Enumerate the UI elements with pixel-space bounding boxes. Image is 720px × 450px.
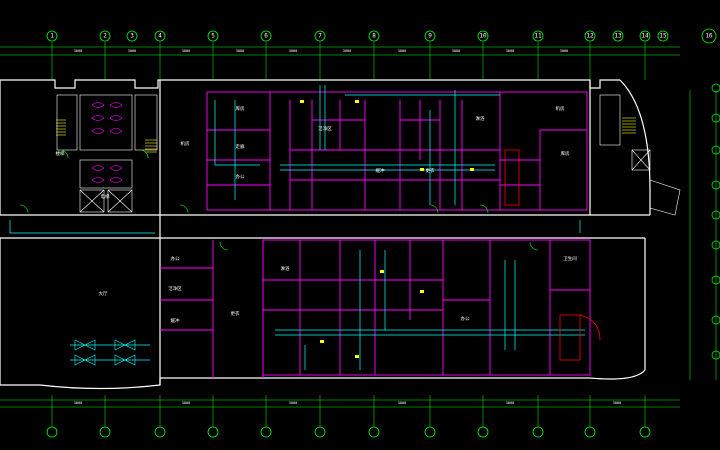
dimension-label: 3000 bbox=[506, 401, 514, 405]
axis-labels-top: 1 2 3 4 5 6 7 8 9 10 11 12 13 14 15 16 bbox=[46, 28, 717, 44]
axis-label: 7 bbox=[318, 33, 322, 40]
axis-label: 10 bbox=[479, 33, 487, 40]
axis-label: 2 bbox=[103, 33, 107, 40]
dimension-label: 3000 bbox=[613, 401, 621, 405]
dimension-label: 3000 bbox=[182, 49, 190, 53]
dimension-label: 3000 bbox=[128, 49, 136, 53]
dimension-label: 3000 bbox=[398, 49, 406, 53]
dimension-label: 3000 bbox=[452, 49, 460, 53]
axis-label: 9 bbox=[428, 33, 432, 40]
dimension-label: 3000 bbox=[560, 49, 568, 53]
dimension-label: 3000 bbox=[289, 401, 297, 405]
axis-label: 14 bbox=[641, 33, 649, 40]
core-left bbox=[56, 94, 158, 213]
room-label: 楼梯 bbox=[56, 150, 65, 157]
axis-label: 1 bbox=[50, 33, 54, 40]
room-label: 机房 bbox=[556, 105, 565, 112]
ducts bbox=[9, 85, 585, 370]
room-labels: 机房 库房 走廊 办公 洁净区 缓冲 更衣 淋浴 机房 库房 办公 洁净区 缓冲… bbox=[56, 105, 578, 324]
axis-label: 16 bbox=[705, 33, 713, 40]
room-label: 更衣 bbox=[231, 310, 240, 317]
dimension-label: 3000 bbox=[236, 49, 244, 53]
dimension-label: 3000 bbox=[289, 49, 297, 53]
axis-labels-right bbox=[711, 83, 720, 360]
axis-label: 4 bbox=[158, 33, 162, 40]
partitions-south bbox=[160, 239, 591, 378]
dimension-label: 3000 bbox=[343, 49, 351, 53]
dimension-label: 3000 bbox=[74, 49, 82, 53]
markers bbox=[300, 100, 474, 358]
duct-fittings bbox=[74, 339, 136, 366]
axis-label: 15 bbox=[659, 33, 667, 40]
room-label: 电梯 bbox=[101, 193, 110, 200]
room-label: 更衣 bbox=[426, 167, 435, 174]
dimension-label: 3000 bbox=[398, 401, 406, 405]
dimension-label: 3000 bbox=[182, 401, 190, 405]
doors bbox=[19, 149, 539, 251]
axis-label: 8 bbox=[372, 33, 376, 40]
room-label: 洁净区 bbox=[168, 285, 182, 292]
room-label: 缓冲 bbox=[376, 167, 385, 174]
dimension-texts: 3000 3000 3000 3000 3000 3000 3000 3000 … bbox=[74, 49, 621, 405]
room-label: 办公 bbox=[236, 173, 245, 180]
equipment bbox=[504, 149, 601, 361]
room-label: 大厅 bbox=[99, 290, 108, 297]
room-label: 走廊 bbox=[236, 143, 245, 150]
axis-label: 13 bbox=[614, 33, 622, 40]
axis-label: 5 bbox=[211, 33, 215, 40]
room-label: 洁净区 bbox=[318, 125, 332, 132]
room-label: 机房 bbox=[181, 140, 190, 147]
room-label: 淋浴 bbox=[281, 265, 290, 272]
room-label: 淋浴 bbox=[476, 115, 485, 122]
axis-label: 6 bbox=[264, 33, 268, 40]
room-label: 缓冲 bbox=[171, 317, 180, 324]
dimension-label: 3000 bbox=[74, 401, 82, 405]
axis-label: 12 bbox=[586, 33, 594, 40]
stair-left-icon bbox=[56, 119, 157, 153]
dimension-lines bbox=[0, 42, 717, 427]
outer-walls bbox=[0, 79, 651, 390]
core-left-fixtures bbox=[91, 102, 123, 183]
room-label: 卫生间 bbox=[563, 255, 577, 262]
axis-label: 3 bbox=[130, 33, 134, 40]
room-label: 库房 bbox=[236, 105, 245, 112]
room-label: 办公 bbox=[461, 315, 470, 322]
core-right bbox=[599, 94, 681, 216]
stair-right-icon bbox=[622, 117, 636, 134]
room-label: 库房 bbox=[561, 150, 570, 157]
room-label: 办公 bbox=[171, 255, 180, 262]
dimension-label: 3000 bbox=[506, 49, 514, 53]
axis-label: 11 bbox=[534, 33, 542, 40]
